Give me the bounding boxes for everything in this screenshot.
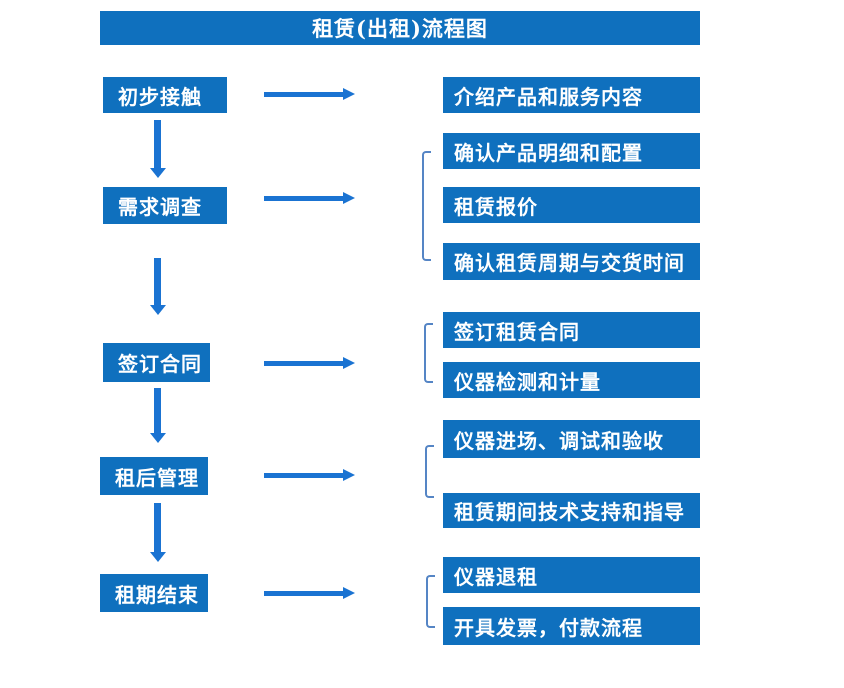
arrow-head [150,433,166,443]
stage-box-demand-survey: 需求调查 [103,187,227,224]
arrow-down-icon [150,503,166,562]
bracket-left-icon [422,151,431,261]
arrow-shaft [154,388,161,433]
arrow-shaft [264,361,344,366]
stage-box-post-rental-management: 租后管理 [100,457,208,495]
stage-box-sign-contract: 签订合同 [103,343,210,382]
page-title: 租赁(出租)流程图 [312,16,488,41]
arrow-right-icon [264,587,355,600]
bracket-left-icon [425,445,434,498]
detail-box-rental-tech-support: 租赁期间技术支持和指导 [443,493,700,528]
arrow-down-icon [150,120,166,178]
detail-box-instrument-return: 仪器退租 [443,557,700,593]
arrow-shaft [264,92,344,97]
arrow-head [343,587,355,599]
detail-box-instrument-entry-acceptance: 仪器进场、调试和验收 [443,420,700,458]
arrow-shaft [154,258,161,305]
arrow-head [343,192,355,204]
arrow-head [150,168,166,178]
bracket-left-icon [424,323,433,383]
detail-box-introduce-products: 介绍产品和服务内容 [443,77,700,113]
arrow-head [150,305,166,315]
arrow-head [343,469,355,481]
detail-box-invoice-payment: 开具发票，付款流程 [443,607,700,645]
stage-box-rental-end: 租期结束 [100,574,208,612]
detail-box-rental-quote: 租赁报价 [443,187,700,223]
arrow-shaft [154,503,161,552]
arrow-shaft [264,591,344,596]
arrow-shaft [264,196,344,201]
arrow-right-icon [264,88,355,101]
detail-box-sign-rental-contract: 签订租赁合同 [443,312,700,348]
detail-box-confirm-rental-period: 确认租赁周期与交货时间 [443,243,700,280]
arrow-down-icon [150,258,166,315]
arrow-down-icon [150,388,166,443]
title-bar: 租赁(出租)流程图 [100,11,700,45]
arrow-head [343,88,355,100]
arrow-right-icon [264,357,355,370]
detail-box-confirm-product-details: 确认产品明细和配置 [443,133,700,169]
bracket-left-icon [426,575,435,628]
stage-box-initial-contact: 初步接触 [103,77,227,113]
arrow-right-icon [264,469,355,482]
detail-box-instrument-testing: 仪器检测和计量 [443,362,700,398]
arrow-shaft [264,473,344,478]
arrow-right-icon [264,192,355,205]
arrow-shaft [154,120,161,168]
arrow-head [150,552,166,562]
arrow-head [343,357,355,369]
